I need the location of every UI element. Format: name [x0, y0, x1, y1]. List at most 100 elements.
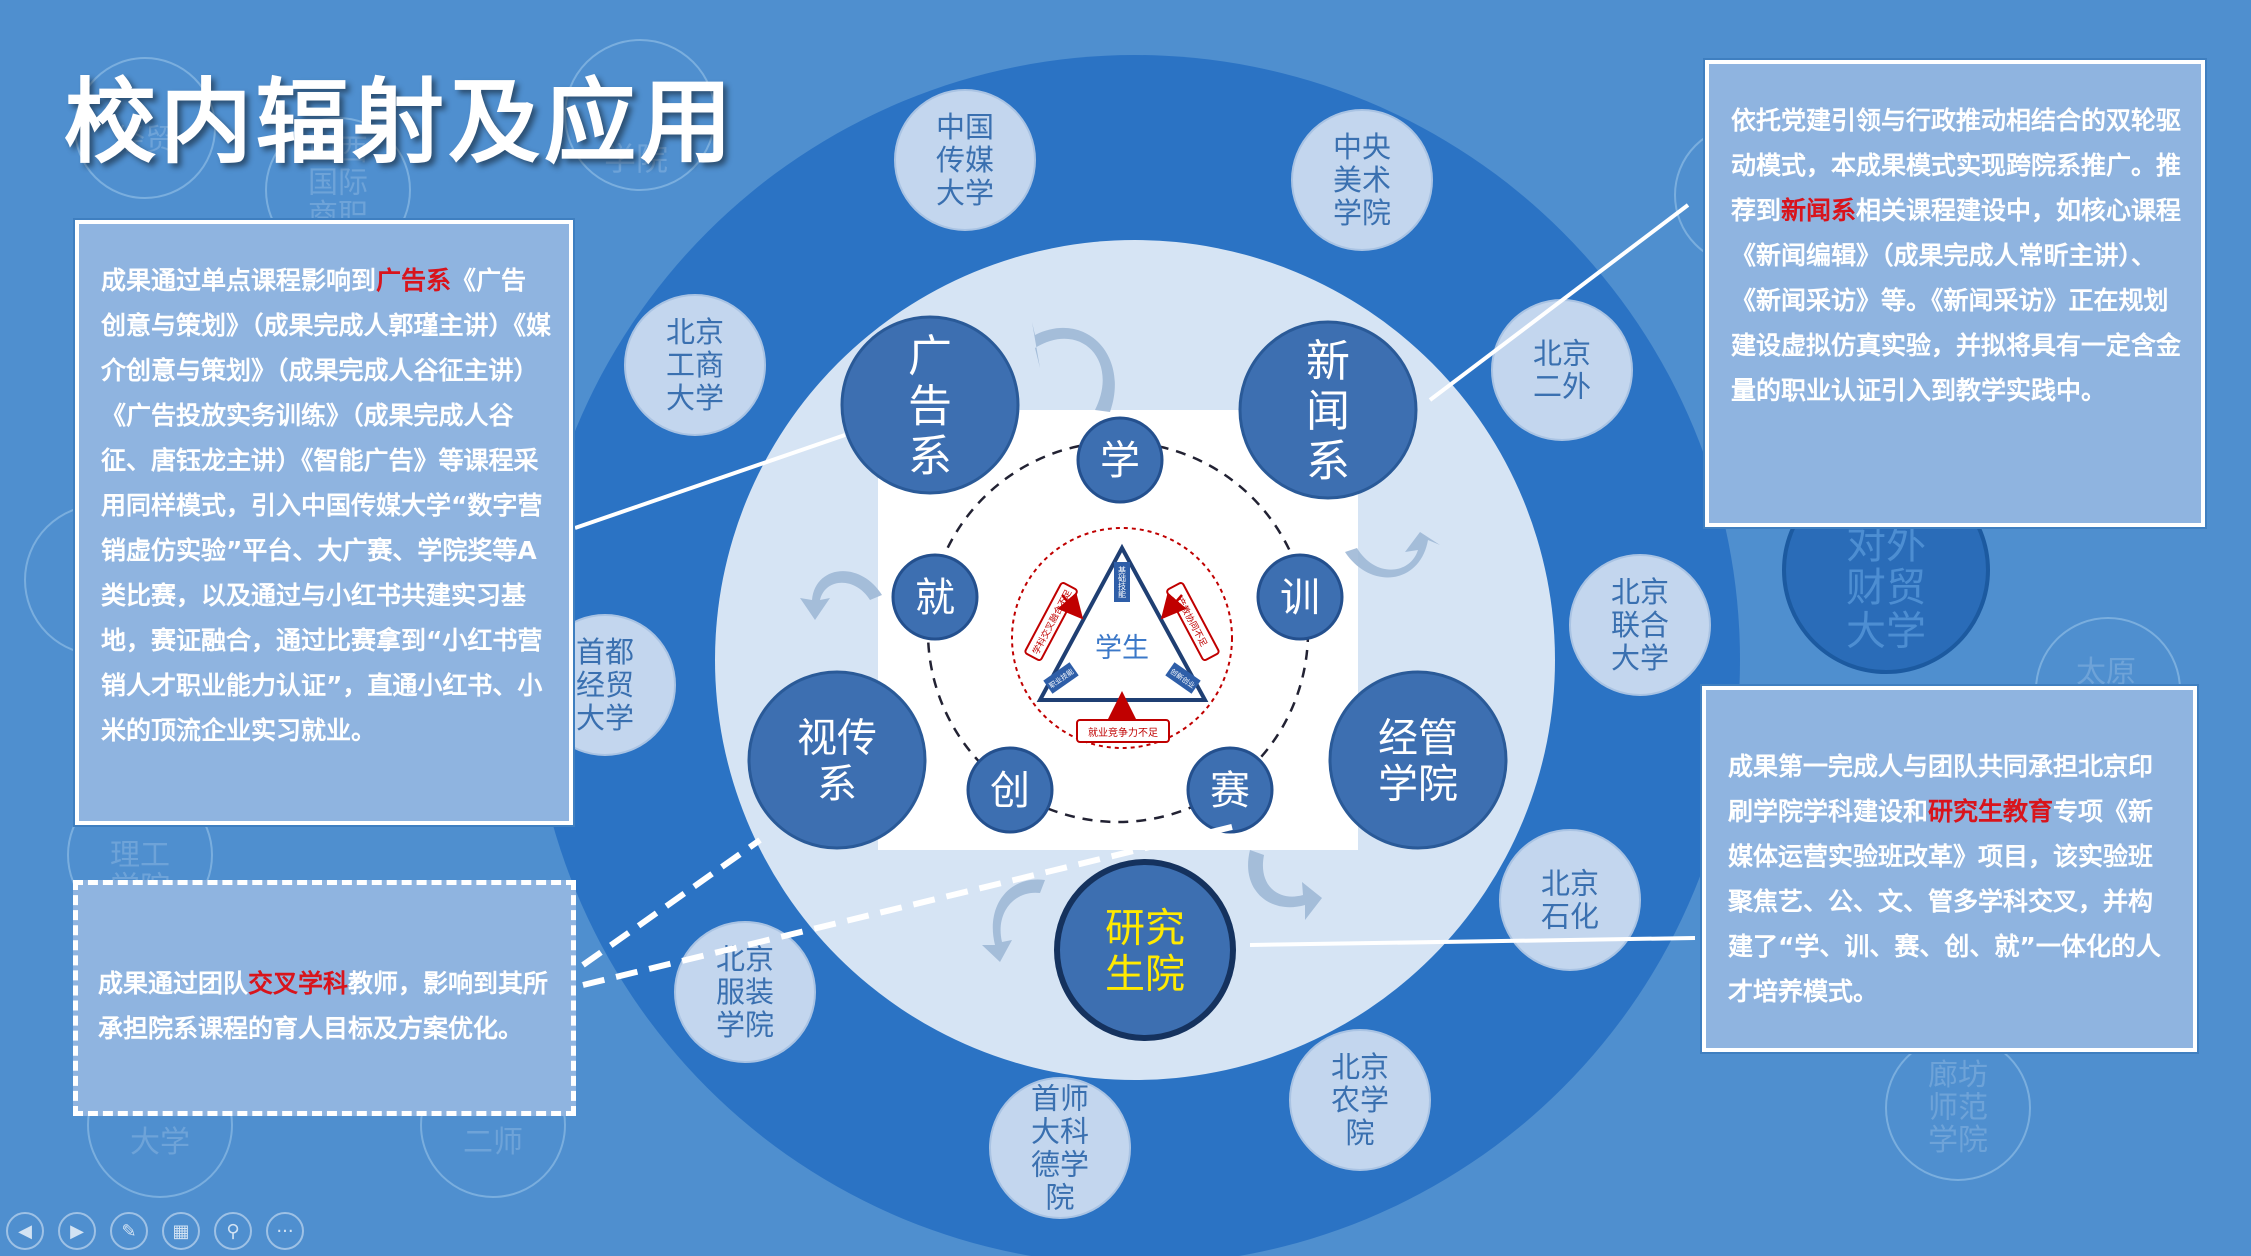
department-circle	[840, 315, 1020, 495]
department-circle	[747, 670, 927, 850]
cycle-node-label: 创	[990, 768, 1030, 814]
triangle-top-tag	[1114, 562, 1130, 602]
department-circle	[1328, 670, 1508, 850]
cycle-node-circle	[966, 746, 1054, 834]
cross-discipline-text-box: 成果通过团队交叉学科教师，影响到其所承担院系课程的育人目标及方案优化。	[73, 880, 576, 1116]
ads-department-text-box: 成果通过单点课程影响到广告系《广告创意与策划》（成果完成人郭瑾主讲）《媒介创意与…	[75, 220, 573, 825]
cycle-node-label: 就	[915, 575, 955, 621]
connector-lines	[574, 203, 1696, 988]
cycle-node-label: 赛	[1210, 768, 1250, 814]
department-label: 新闻系	[1306, 336, 1350, 487]
bg-circle-xueyuan: 学院	[564, 39, 716, 191]
school-circle-shape	[1291, 109, 1433, 251]
presentation-toolbar: ◀ ▶ ✎ ▦ ⚲ ···	[6, 1212, 304, 1250]
school-circle-shape	[989, 1077, 1131, 1219]
graduate-school-text-box: 成果第一完成人与团队共同承担北京印刷学院学科建设和研究生教育专项《新媒体运营实验…	[1702, 686, 2197, 1052]
prev-icon[interactable]: ◀	[6, 1212, 44, 1250]
bg-circle-label: 廊坊师范学院	[1928, 1058, 1988, 1158]
school-label-bipt: 北京石化	[1541, 867, 1599, 934]
school-circle-shape	[1499, 829, 1641, 971]
body-text: 《广告创意与策划》（成果完成人郭瑾主讲）《媒介创意与策划》（成果完成人谷征主讲）…	[101, 266, 552, 745]
school-circle-bift: 北京服装学院	[674, 921, 816, 1063]
triangle-left-arrow	[1057, 592, 1084, 620]
school-label-cafa: 中央美术学院	[1333, 130, 1391, 230]
highlight-text: 广告系	[376, 266, 452, 295]
cycle-node-train: 训	[1256, 553, 1344, 641]
connector-cross-1	[581, 837, 762, 968]
slides-icon[interactable]: ▦	[162, 1212, 200, 1250]
highlight-text: 研究生教育	[1928, 797, 2054, 826]
cycle-node-circle	[1256, 553, 1344, 641]
bg-circle-label: 学院	[604, 140, 668, 178]
bg-circle-label: 经贸	[115, 123, 175, 158]
department-grad: 研究生院	[1054, 859, 1236, 1041]
department-label: 研究生院	[1105, 905, 1185, 997]
cycle-node-employ: 就	[891, 553, 979, 641]
body-text: 成果通过单点课程影响到	[101, 266, 377, 295]
cycle-nodes: 学训赛 创 就	[891, 416, 1344, 834]
body-text: 教师，影响到其所承担院系课程的育人目标及方案优化。	[98, 969, 549, 1043]
school-label-bua: 北京农学院	[1331, 1050, 1389, 1150]
school-circle-shape	[1289, 1029, 1431, 1171]
triangle-center-label: 学生	[1095, 633, 1149, 664]
rotation-arrow-left	[800, 571, 882, 620]
school-circle-shape	[624, 294, 766, 436]
department-label: 广告系	[908, 331, 952, 482]
next-icon[interactable]: ▶	[58, 1212, 96, 1250]
school-circle-shape	[894, 89, 1036, 231]
triangle-top-label: 基础技能	[1118, 565, 1127, 599]
cycle-node-compete: 赛	[1186, 746, 1274, 834]
triangle-right-arrow	[1160, 592, 1187, 620]
body-text: 相关课程建设中，如核心课程《新闻编辑》（成果完成人常昕主讲）、《新闻采访》等。《…	[1731, 196, 2182, 405]
pen-icon[interactable]: ✎	[110, 1212, 148, 1250]
rotation-arrows	[800, 322, 1440, 962]
school-circle-cnu: 首师大科德学院	[989, 1077, 1131, 1219]
cycle-node-learn: 学	[1076, 416, 1164, 504]
connector-ads	[574, 433, 846, 530]
cycle-node-create: 创	[966, 746, 1054, 834]
body-text: 依托党建引领与行政推动相结合的双轮驱动模式，本成果模式实现跨院系推广。推荐到	[1731, 106, 2182, 225]
cycle-node-circle	[1076, 416, 1164, 504]
cycle-node-label: 学	[1100, 438, 1140, 484]
body-text: 专项《新媒体运营实验班改革》项目，该实验班聚焦艺、公、文、管多学科交叉，并构建了…	[1728, 797, 2161, 1006]
zoom-icon[interactable]: ⚲	[214, 1212, 252, 1250]
department-news: 新闻系	[1238, 320, 1418, 500]
department-ads: 广告系	[840, 315, 1020, 495]
ring-schools: 中国传媒大学中央美术学院北京工商大学北京二外北京联合大学首都经贸大学北京石化北京…	[534, 89, 1711, 1219]
department-label: 视传系	[797, 715, 877, 807]
school-label-buu: 北京联合大学	[1611, 575, 1669, 675]
triangle-left-tag	[1043, 662, 1079, 694]
triangle-right-tag	[1165, 662, 1201, 694]
department-label: 经管学院	[1378, 715, 1458, 807]
cycle-node-circle	[1186, 746, 1274, 834]
cycle-node-label: 训	[1280, 575, 1320, 621]
page-title: 校内辐射及应用	[64, 69, 737, 176]
triangle-bottom-problem-box	[1076, 719, 1170, 743]
cycle-node-circle	[891, 553, 979, 641]
department-visual: 视传系	[747, 670, 927, 850]
school-label-cnu: 首师大科德学院	[1031, 1082, 1089, 1215]
school-label-bift: 北京服装学院	[716, 942, 774, 1042]
connector-cross-2	[582, 822, 1241, 988]
connector-news	[1428, 203, 1690, 402]
school-label-cueb: 首都经贸大学	[576, 635, 634, 735]
department-circle	[1054, 859, 1236, 1041]
school-circle-shape	[1569, 554, 1711, 696]
school-circle-btbu: 北京工商大学	[624, 294, 766, 436]
news-department-text-box: 依托党建引领与行政推动相结合的双轮驱动模式，本成果模式实现跨院系推广。推荐到新闻…	[1705, 60, 2205, 527]
highlight-text: 交叉学科	[248, 969, 349, 998]
department-circle	[1238, 320, 1418, 500]
school-circle-cafa: 中央美术学院	[1291, 109, 1433, 251]
school-circle-bua: 北京农学院	[1289, 1029, 1431, 1171]
rotation-arrow-top	[1032, 322, 1115, 412]
school-circle-shape	[674, 921, 816, 1063]
bg-circle-label: 太原	[2076, 655, 2136, 690]
bg-circle-label: 对外财贸大学	[1846, 522, 1926, 654]
bg-circle-ershi: 二师	[420, 1052, 566, 1198]
bg-circle-label: 二师	[463, 1125, 523, 1160]
more-icon[interactable]: ···	[266, 1212, 304, 1250]
school-circle-cuc: 中国传媒大学	[894, 89, 1036, 231]
body-text: 成果通过团队	[98, 969, 249, 998]
